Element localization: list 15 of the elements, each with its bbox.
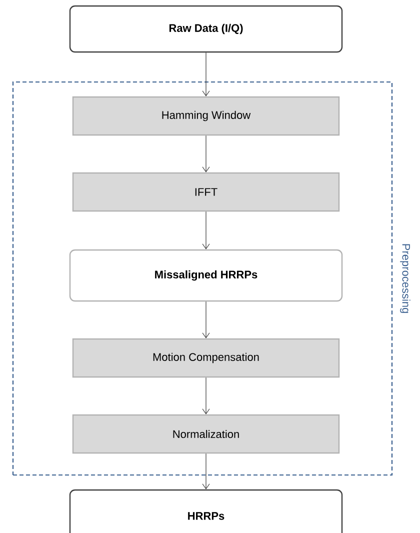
arrow [202, 301, 210, 338]
process-box: IFFT [72, 172, 340, 212]
arrow [202, 211, 210, 250]
arrow [202, 377, 210, 414]
terminal-box: Raw Data (I/Q) [69, 5, 343, 53]
dashed-group-box [12, 81, 393, 476]
arrow [202, 135, 210, 172]
process-box: Hamming Window [72, 96, 340, 136]
arrow [202, 52, 210, 96]
arrow [202, 453, 210, 490]
terminal-box: HRRPs [69, 489, 343, 533]
process-box: Normalization [72, 414, 340, 454]
data-box: Missaligned HRRPs [69, 249, 343, 302]
group-label: Preprocessing [400, 244, 410, 313]
process-box: Motion Compensation [72, 338, 340, 378]
